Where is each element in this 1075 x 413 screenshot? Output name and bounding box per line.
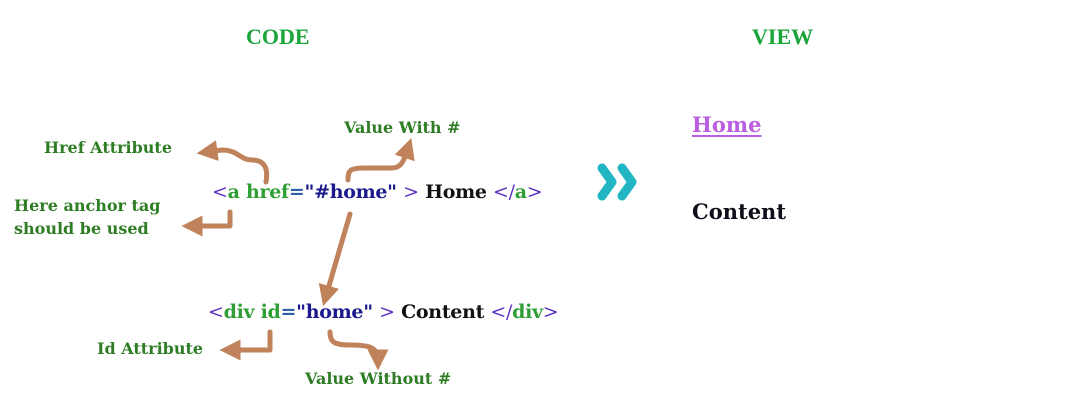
code-text-home: Home — [425, 181, 487, 203]
link-target-arrow — [318, 211, 353, 307]
code-tag-div: div — [223, 301, 255, 323]
code-close-bracket: > — [379, 301, 395, 323]
value-with-hash-label: Value With # — [344, 118, 461, 137]
code-value-hash-home: "#home" — [304, 181, 397, 203]
value-with-hash-arrow — [345, 138, 415, 183]
code-end-tag-div: div — [512, 301, 543, 323]
code-attr-id: id — [260, 301, 281, 323]
code-end-close: > — [526, 181, 543, 203]
code-end-close: > — [542, 301, 559, 323]
code-text-content: Content — [401, 301, 485, 323]
code-attr-href: href — [245, 181, 289, 203]
href-attribute-arrow — [196, 140, 270, 185]
code-open-bracket: < — [212, 181, 228, 203]
code-eq: = — [288, 181, 305, 203]
anchor-code-line: <a href="#home" > Home </a> — [212, 181, 543, 203]
code-end-open: </ — [490, 301, 513, 323]
value-without-hash-label: Value Without # — [305, 369, 452, 388]
div-code-line: <div id="home" > Content </div> — [208, 301, 559, 323]
code-end-open: </ — [493, 181, 515, 203]
value-without-hash-arrow — [327, 329, 389, 371]
id-attribute-label: Id Attribute — [97, 339, 204, 358]
code-heading: CODE — [246, 24, 310, 49]
anchor-tag-arrow — [181, 209, 233, 237]
view-home-link[interactable]: Home — [692, 112, 762, 137]
code-end-tag-a: a — [514, 181, 527, 203]
code-close-bracket: > — [403, 181, 419, 203]
code-eq: = — [280, 301, 297, 323]
anchor-tag-label-line1: Here anchor tag — [14, 196, 161, 215]
code-tag-a: a — [227, 181, 240, 203]
code-open-bracket: < — [208, 301, 224, 323]
view-heading: VIEW — [752, 24, 814, 49]
href-attribute-label: Href Attribute — [44, 138, 172, 157]
code-value-home: "home" — [296, 301, 373, 323]
double-chevron-right-icon — [597, 163, 637, 201]
id-attribute-arrow — [219, 329, 273, 361]
anchor-tag-label-line2: should be used — [14, 219, 149, 238]
view-content-text: Content — [692, 199, 787, 224]
